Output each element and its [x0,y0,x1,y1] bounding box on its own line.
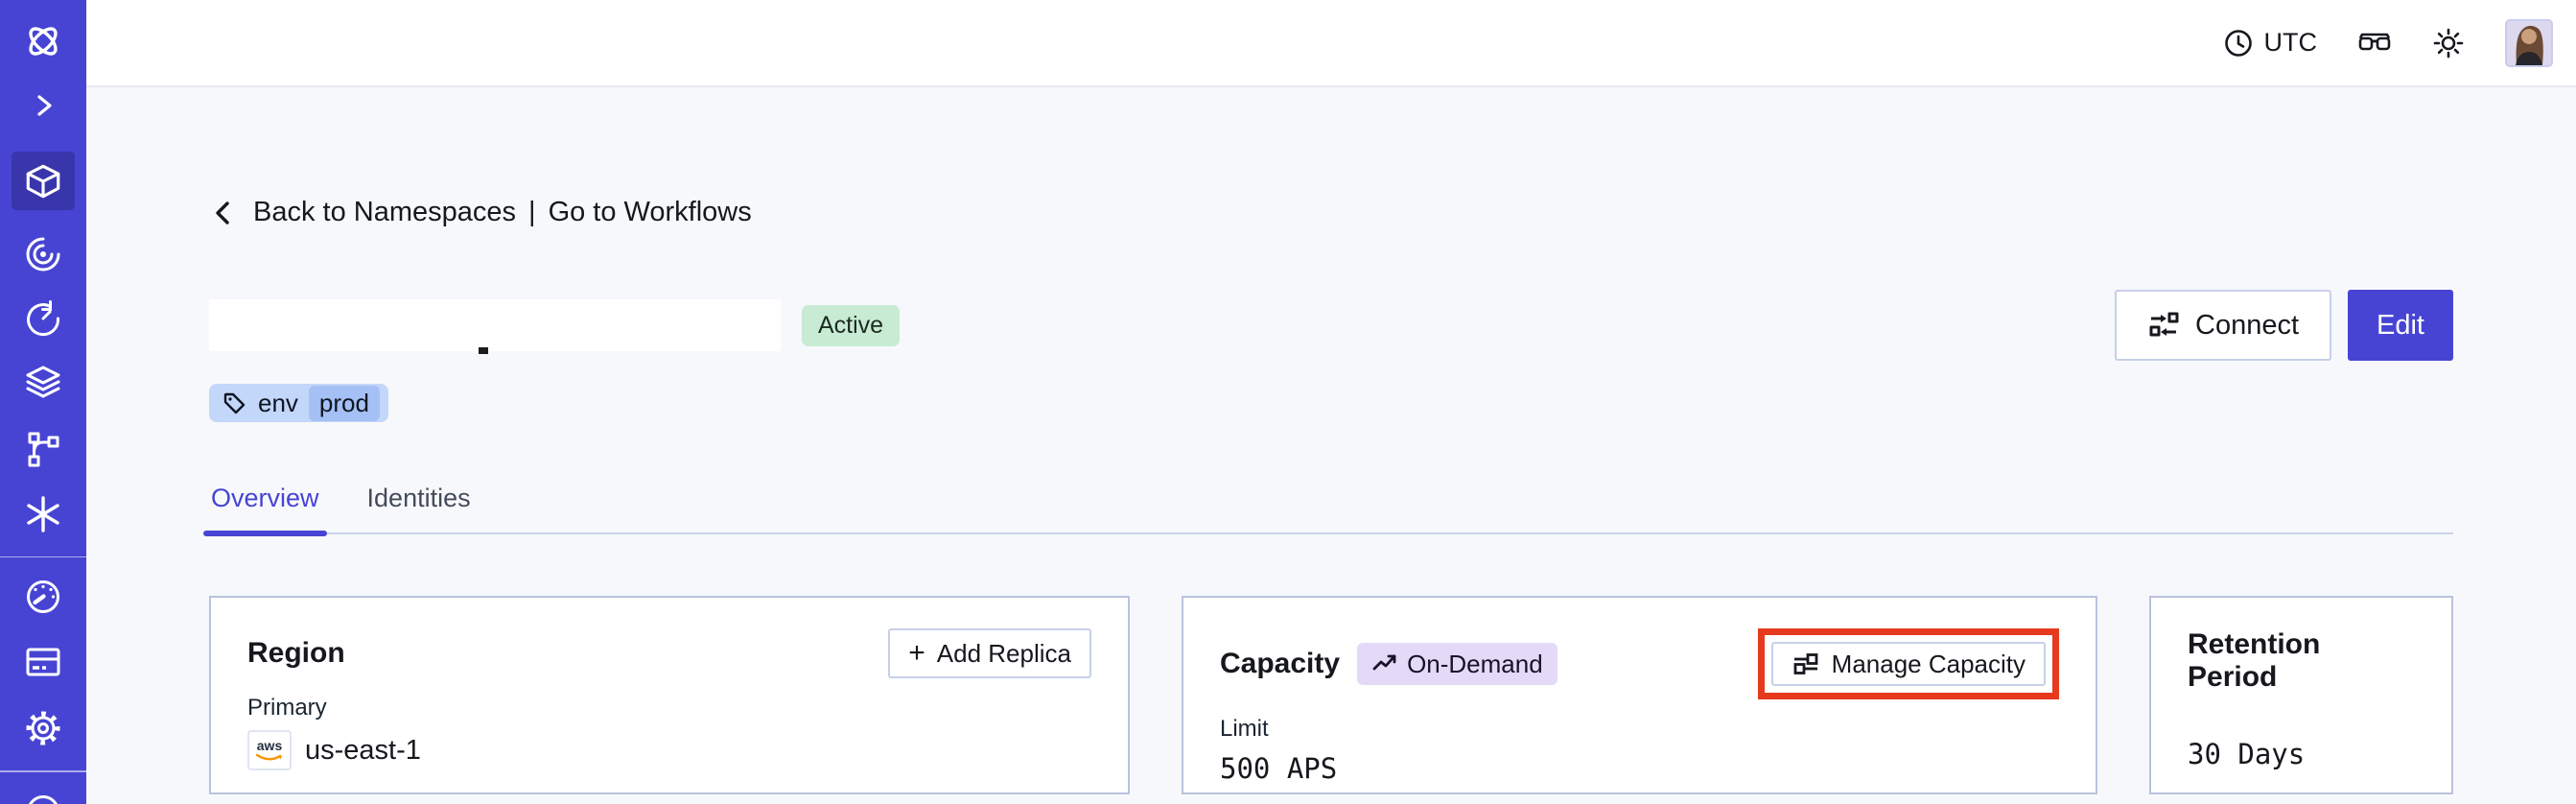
go-to-workflows-link[interactable]: Go to Workflows [548,197,752,227]
clock-icon [2224,29,2252,57]
retention-card-title: Retention Period [2188,628,2321,693]
tag-icon [223,392,246,414]
capacity-card: Capacity On-Demand [1182,596,2097,794]
primary-label: Primary [247,695,327,721]
ondemand-badge-label: On-Demand [1407,649,1543,678]
tabs: Overview Identities [203,484,2453,536]
sidebar-item-settings[interactable] [0,707,86,749]
primary-region-value: aws us-east-1 [247,730,1091,770]
sidebar-item-nexus[interactable] [0,493,86,535]
region-card-header: Region + Add Replica [247,628,1091,678]
ondemand-badge: On-Demand [1357,643,1557,685]
aws-logo-icon: aws [255,738,283,761]
support-circle-icon [29,795,58,804]
breadcrumb-text: Back to Namespaces | Go to Workflows [253,197,752,228]
chevron-left-icon [216,201,229,225]
namespace-title-row: Active Connect Edit [209,290,2453,361]
sidebar [0,0,86,804]
layers-icon [26,366,60,398]
connect-flow-icon [2149,312,2179,337]
aws-logo: aws [247,730,292,770]
retention-card: Retention Period 30 Days [2149,596,2453,794]
sidebar-item-usage[interactable] [0,577,86,617]
usage-gauge-icon [27,580,59,614]
temporal-logo[interactable] [0,19,86,63]
limit-label: Limit [1220,716,1269,742]
namespace-name-redacted [209,299,781,351]
edit-button-label: Edit [2377,309,2424,341]
user-avatar[interactable] [2505,18,2553,67]
capacity-card-header: Capacity On-Demand [1220,628,2059,699]
sidebar-divider-bottom [0,770,86,773]
manage-capacity-label: Manage Capacity [1831,649,2026,678]
region-card-title: Region [247,637,345,669]
connect-button-label: Connect [2195,309,2300,341]
limit-value: 500 APS [1220,752,1338,785]
sidebar-divider [0,556,86,558]
summary-cards: Region + Add Replica Primary aws us-east… [209,596,2453,794]
timezone-label: UTC [2263,28,2318,57]
spiral-icon [26,237,60,272]
sidebar-group-account [0,577,86,749]
plus-icon: + [908,637,925,669]
sliders-icon [1793,653,1818,674]
namespaces-cube-icon [26,164,60,198]
sidebar-item-support[interactable] [23,792,63,804]
billing-card-icon [26,648,60,676]
theme-toggle-button[interactable] [2432,27,2465,59]
connect-button[interactable]: Connect [2115,290,2332,361]
nexus-asterisk-icon [27,495,59,532]
sun-icon [2433,28,2464,58]
expand-chevron-icon[interactable] [0,88,86,123]
docs-glasses-button[interactable] [2357,30,2392,57]
branch-icon [28,432,59,467]
header-actions: Connect Edit [2115,290,2453,361]
timezone-selector[interactable]: UTC [2224,28,2318,58]
sidebar-item-layers[interactable] [0,363,86,405]
topbar: UTC [86,0,2576,87]
tag-key: env [258,388,298,417]
manage-capacity-button[interactable]: Manage Capacity [1770,642,2046,686]
status-badge: Active [802,304,901,346]
main-content: Back to Namespaces | Go to Workflows Act… [86,89,2576,804]
tab-identities[interactable]: Identities [366,484,471,512]
breadcrumb[interactable]: Back to Namespaces | Go to Workflows [209,197,2453,228]
capacity-card-title: Capacity [1220,648,1341,679]
tag-value-chip: prod [308,385,380,421]
sidebar-item-branch[interactable] [0,429,86,469]
settings-gear-icon [26,711,60,745]
add-replica-label: Add Replica [936,638,1071,668]
tab-overview[interactable]: Overview [203,484,327,536]
env-tag[interactable]: env prod [209,384,388,422]
breadcrumb-separator: | [528,197,536,227]
sidebar-item-spiral[interactable] [0,234,86,274]
tag-row: env prod [209,384,2453,422]
sidebar-item-billing[interactable] [0,641,86,683]
sidebar-item-timer[interactable] [0,298,86,339]
retention-value: 30 Days [2188,738,2306,770]
annotation-highlight-box: Manage Capacity [1757,628,2059,699]
glasses-icon [2358,33,2391,50]
region-card: Region + Add Replica Primary aws us-east… [209,596,1130,794]
region-name: us-east-1 [305,734,421,766]
add-replica-button[interactable]: + Add Replica [888,628,1091,678]
sidebar-item-namespaces[interactable] [12,152,75,210]
sidebar-group-main [0,234,86,535]
trending-up-icon [1372,654,1396,671]
back-to-namespaces-link[interactable]: Back to Namespaces [253,197,517,227]
timer-icon [27,299,60,336]
redaction-artifact [479,347,488,354]
retention-card-header: Retention Period [2188,628,2415,694]
svg-text:aws: aws [257,738,283,753]
edit-button[interactable]: Edit [2348,290,2453,361]
avatar-image [2507,20,2551,65]
